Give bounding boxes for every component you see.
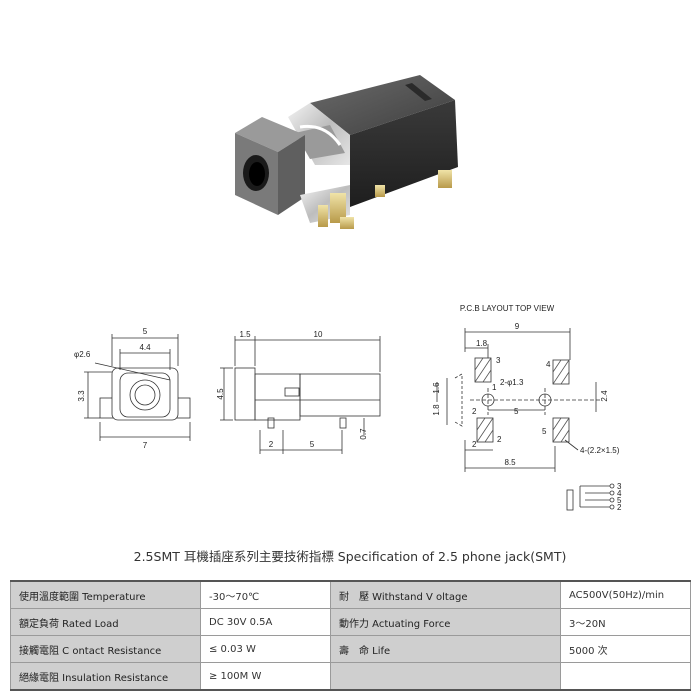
dim-side-1-5: 1.5 xyxy=(239,330,251,339)
spec-label xyxy=(330,662,561,691)
spec-value: 3～20N xyxy=(560,608,691,636)
spec-value: -30～70℃ xyxy=(200,580,331,609)
pin-label-4: 4 xyxy=(546,360,551,369)
dim-layout-pads: 4-(2.2×1.5) xyxy=(580,446,620,455)
spec-value: ≤ 0.03 W xyxy=(200,635,331,663)
front-view xyxy=(84,334,191,441)
spec-label: 絕緣電阻 Insulation Resistance xyxy=(10,662,201,691)
dim-layout-2-4: 2.4 xyxy=(600,390,609,402)
pcb-layout xyxy=(436,328,600,472)
dim-layout-2-b: 2 xyxy=(472,440,477,449)
spec-value: DC 30V 0.5A xyxy=(200,608,331,636)
schematic-pin-4: 4 xyxy=(617,489,622,498)
dim-layout-9: 9 xyxy=(515,322,520,331)
dim-side-2: 2 xyxy=(269,440,274,449)
dim-front-diameter: φ2.6 xyxy=(74,350,91,359)
spec-value: 5000 次 xyxy=(560,635,691,663)
product-photo xyxy=(235,75,458,229)
pin-label-1: 1 xyxy=(492,383,497,392)
spec-label: 壽 命 Life xyxy=(330,635,561,663)
pin-schematic xyxy=(566,483,615,511)
spec-label: 動作力 Actuating Force xyxy=(330,608,561,636)
spec-label: 耐 壓 Withstand V oltage xyxy=(330,580,561,609)
pin-label-2: 2 xyxy=(497,435,502,444)
schematic-pin-5: 5 xyxy=(617,496,622,505)
spec-title: 2.5SMT 耳機插座系列主要技術指標 Specification of 2.5… xyxy=(133,549,567,564)
spec-value: AC500V(50Hz)/min xyxy=(560,580,691,609)
dim-front-height-3-3: 3.3 xyxy=(77,390,86,402)
schematic-pin-3: 3 xyxy=(617,482,622,491)
dim-front-width-7: 7 xyxy=(143,441,148,450)
dim-layout-5: 5 xyxy=(514,407,519,416)
table-row: 絕緣電阻 Insulation Resistance ≥ 100M W xyxy=(10,662,691,691)
technical-drawings: 5 4.4 φ2.6 3.3 7 1.5 10 4.5 2 5 0.7 P.C.… xyxy=(74,304,622,512)
dim-side-5: 5 xyxy=(310,440,315,449)
dim-layout-1-8-side: 1.8 xyxy=(432,404,441,416)
dim-front-width-5: 5 xyxy=(143,327,148,336)
layout-title: P.C.B LAYOUT TOP VIEW xyxy=(460,304,555,313)
dim-layout-1-6: 1.6 xyxy=(432,382,441,394)
dim-side-10: 10 xyxy=(314,330,323,339)
dim-side-0-7: 0.7 xyxy=(359,428,368,440)
pin-label-5: 5 xyxy=(542,427,547,436)
schematic-pin-2: 2 xyxy=(617,503,622,512)
dim-layout-8-5: 8.5 xyxy=(504,458,516,467)
spec-label: 使用溫度範圍 Temperature xyxy=(10,580,201,609)
dim-side-4-5: 4.5 xyxy=(216,388,225,400)
dim-layout-1-8-top: 1.8 xyxy=(476,339,488,348)
dim-front-width-4-4: 4.4 xyxy=(139,343,151,352)
spec-label: 接觸電阻 C ontact Resistance xyxy=(10,635,201,663)
spec-value xyxy=(560,662,691,691)
spec-value: ≥ 100M W xyxy=(200,662,331,691)
dim-layout-holes: 2-φ1.3 xyxy=(500,378,524,387)
dim-layout-2-a: 2 xyxy=(472,407,477,416)
spec-table: 使用溫度範圍 Temperature -30～70℃ 耐 壓 Withstand… xyxy=(10,580,691,691)
spec-label: 額定負荷 Rated Load xyxy=(10,608,201,636)
table-row: 使用溫度範圍 Temperature -30～70℃ 耐 壓 Withstand… xyxy=(10,580,691,609)
side-view xyxy=(220,336,381,454)
table-row: 接觸電阻 C ontact Resistance ≤ 0.03 W 壽 命 Li… xyxy=(10,635,691,663)
pin-label-3: 3 xyxy=(496,356,501,365)
table-row: 額定負荷 Rated Load DC 30V 0.5A 動作力 Actuatin… xyxy=(10,608,691,636)
